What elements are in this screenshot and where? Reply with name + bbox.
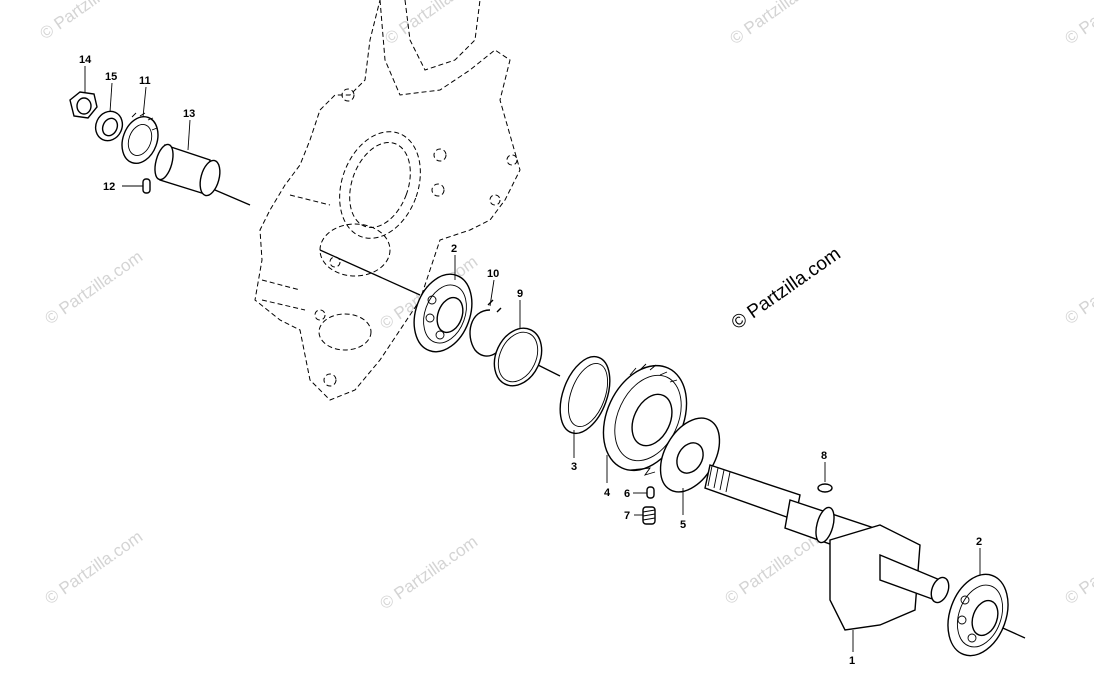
watermark: © Partzilla.com: [721, 527, 826, 608]
leader-lines: [84, 66, 981, 652]
part-15-washer: [94, 110, 124, 142]
part-13-sleeve: [154, 143, 221, 197]
callout-4: 4: [604, 487, 611, 499]
part-3-washer: [559, 355, 611, 435]
watermark-layer: © Partzilla.com © Partzilla.com © Partzi…: [36, 0, 1094, 613]
watermark: © Partzilla.com: [41, 527, 146, 608]
part-2-bearing-lower: [947, 573, 1009, 657]
part-5-washer: [659, 417, 721, 493]
part-7-spring: [642, 506, 656, 525]
callout-11: 11: [139, 75, 151, 87]
callout-10: 10: [487, 268, 499, 280]
callout-15: 15: [105, 71, 117, 83]
axis-line: [214, 189, 251, 206]
callout-1: 1: [849, 655, 855, 667]
axis-line: [537, 364, 561, 377]
callout-6: 6: [624, 488, 630, 500]
watermark: © Partzilla.com: [41, 247, 146, 328]
callout-13: 13: [183, 108, 195, 120]
callout-9: 9: [517, 288, 523, 300]
watermark: © Partzilla.com: [1061, 247, 1094, 328]
crankcase-outline: [254, 0, 521, 401]
callout-labels: 14 15 11 13 12 2 10 9 3 4 6 7 5 8 1 2: [79, 54, 982, 667]
part-2-bearing-upper: [413, 273, 473, 353]
callout-2-upper: 2: [451, 243, 457, 255]
watermark: © Partzilla.com: [36, 0, 141, 43]
callout-5: 5: [680, 519, 686, 531]
part-11-gear: [121, 112, 159, 164]
part-14-nut: [69, 91, 98, 119]
axis-line: [319, 249, 421, 296]
part-4-gear: [602, 363, 688, 476]
watermark: © Partzilla.com: [1061, 0, 1094, 48]
watermark: © Partzilla.com: [381, 0, 486, 48]
callout-3: 3: [571, 461, 577, 473]
watermark: © Partzilla.com: [1061, 527, 1094, 608]
callout-7: 7: [624, 510, 630, 522]
callout-2-lower: 2: [976, 536, 982, 548]
part-6-pin: [646, 486, 655, 499]
part-9-shim: [493, 327, 543, 387]
callout-12: 12: [103, 181, 115, 193]
callout-14: 14: [79, 54, 92, 66]
part-1-shaft: [704, 464, 950, 631]
watermark: © Partzilla.com: [726, 0, 831, 48]
partzilla-credit: © Partzilla.com: [728, 243, 845, 334]
part-8-key: [817, 483, 833, 493]
part-12-pin: [142, 178, 151, 194]
watermark: © Partzilla.com: [376, 532, 481, 613]
callout-8: 8: [821, 450, 827, 462]
